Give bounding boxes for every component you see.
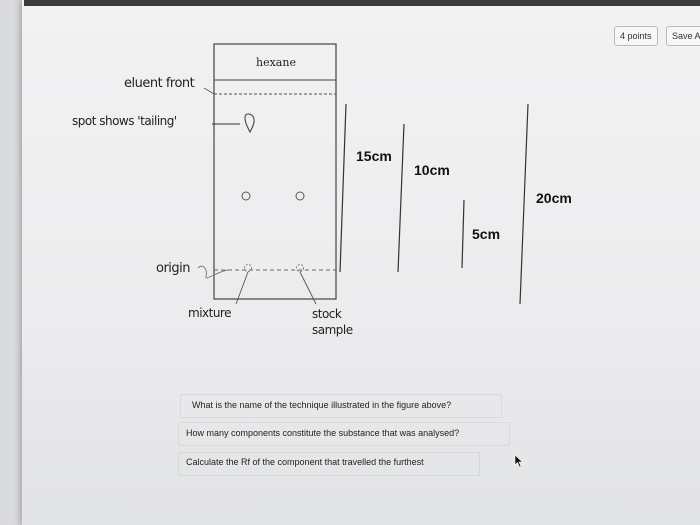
length-label-20: 20cm xyxy=(536,190,572,206)
length-label-15: 15cm xyxy=(356,148,392,164)
question-2: How many components constitute the subst… xyxy=(186,428,460,438)
length-label-5: 5cm xyxy=(472,226,501,242)
length-line-20 xyxy=(519,103,529,305)
origin-spot-stock xyxy=(296,264,304,272)
mixture-label: mixture xyxy=(188,306,232,320)
stock-spot xyxy=(295,191,305,201)
question-3: Calculate the Rf of the component that t… xyxy=(186,457,424,467)
page-background xyxy=(22,0,700,525)
sample-label: sample xyxy=(312,323,353,337)
mixture-leader xyxy=(235,271,249,305)
length-line-10 xyxy=(397,123,405,273)
question-3-box xyxy=(178,452,480,476)
origin-spot-mixture xyxy=(244,264,252,272)
mouse-cursor-icon xyxy=(514,454,524,468)
length-label-10: 10cm xyxy=(414,162,450,178)
save-button[interactable]: Save A xyxy=(666,26,700,46)
question-1-box xyxy=(180,394,502,418)
points-badge: 4 points xyxy=(614,26,658,46)
origin-leader xyxy=(197,265,229,279)
question-2-box xyxy=(178,422,510,446)
length-line-5 xyxy=(461,199,465,269)
top-bar xyxy=(24,0,700,6)
stock-label: stock xyxy=(312,307,342,321)
tailing-spot xyxy=(244,113,255,134)
solvent-label: hexane xyxy=(256,56,296,69)
question-1: What is the name of the technique illust… xyxy=(192,400,452,410)
stock-leader xyxy=(299,271,317,305)
eluent-front-leader xyxy=(203,87,215,95)
mixture-spot xyxy=(241,191,251,201)
eluent-front-label: eluent front xyxy=(124,76,195,91)
tailing-label: spot shows 'tailing' xyxy=(72,114,177,128)
length-line-15 xyxy=(339,103,347,273)
plate-outline xyxy=(213,43,337,300)
origin-label: origin xyxy=(156,261,191,276)
